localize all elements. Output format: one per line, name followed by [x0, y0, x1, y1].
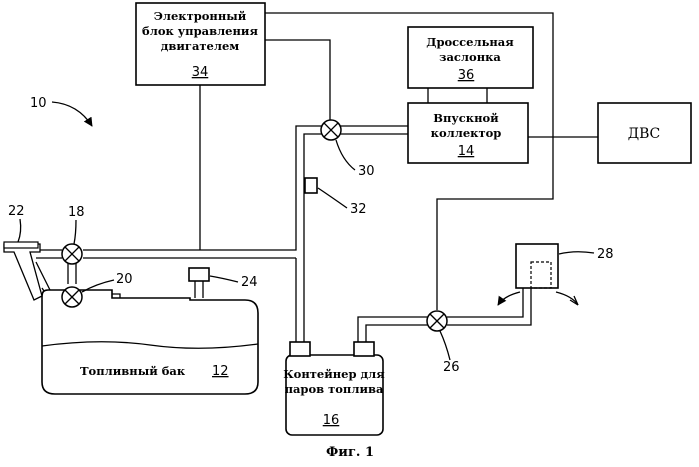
- engine-block: ДВС: [598, 103, 691, 163]
- figure-caption: Фиг. 1: [326, 445, 374, 460]
- line-sensor-32: [305, 178, 317, 193]
- purge-valve-30: [321, 120, 341, 140]
- valve-18: [62, 244, 82, 264]
- fuel-tank: Топливный бак 12: [4, 242, 258, 394]
- callout-30: 30: [358, 164, 375, 179]
- ecu-label-1: Электронный: [154, 9, 247, 23]
- canister-ref: 16: [323, 413, 340, 428]
- callout-24: 24: [241, 275, 258, 290]
- engine-label: ДВС: [628, 126, 660, 142]
- ecu-label-2: блок управления: [142, 24, 258, 38]
- intake-label-1: Впускной: [433, 111, 499, 125]
- callout-28: 28: [597, 247, 614, 262]
- filler-neck: [4, 244, 42, 300]
- ecu-block: Электронный блок управления двигателем 3…: [136, 3, 265, 85]
- callout-32: 32: [350, 202, 367, 217]
- system-ref: 10: [30, 96, 47, 111]
- signal-ecu-to-purge-valve: [265, 40, 330, 120]
- intake-ref: 14: [458, 144, 475, 159]
- throttle-block: Дроссельная заслонка 36: [408, 27, 533, 88]
- callout-26: 26: [443, 360, 460, 375]
- callout-18: 18: [68, 205, 85, 220]
- valve-20: [62, 287, 82, 307]
- air-flow-arrow-left: [498, 292, 520, 305]
- intake-label-2: коллектор: [431, 126, 502, 140]
- tank-sensor-24: [189, 268, 209, 298]
- callout-20: 20: [116, 272, 133, 287]
- system-ref-arrow: [52, 102, 92, 126]
- filler-cap-icon: [4, 242, 38, 248]
- canister-label-1: Контейнер для: [283, 367, 385, 381]
- ecu-ref: 34: [192, 65, 209, 80]
- throttle-label-1: Дроссельная: [426, 35, 514, 49]
- canister-label-2: паров топлива: [285, 382, 384, 396]
- vent-valve-26: [427, 311, 447, 331]
- vapor-canister: Контейнер для паров топлива 16: [283, 342, 385, 435]
- throttle-ref: 36: [458, 68, 475, 83]
- callout-22: 22: [8, 204, 25, 219]
- tank-ref: 12: [212, 364, 229, 379]
- ecu-label-3: двигателем: [161, 39, 240, 53]
- throttle-label-2: заслонка: [439, 50, 501, 64]
- tank-label: Топливный бак: [80, 364, 186, 378]
- intake-block: Впускной коллектор 14: [408, 103, 528, 163]
